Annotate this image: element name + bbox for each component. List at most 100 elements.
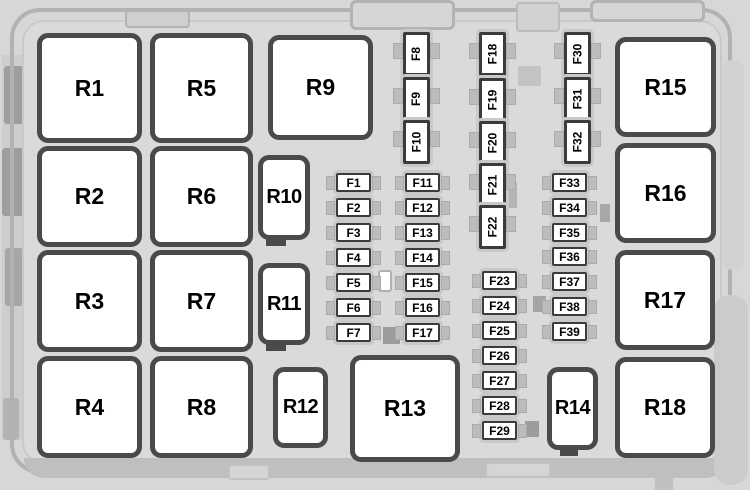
fuse-label: F4 <box>346 250 361 265</box>
fuse-label: F9 <box>409 91 424 107</box>
fuse-label: F18 <box>485 43 500 65</box>
fuse-f27: F27 <box>472 371 527 390</box>
relay-label: R13 <box>383 395 427 421</box>
fuse-f38: F38 <box>542 297 597 316</box>
fuse-label: F23 <box>489 273 510 288</box>
left-edge-clip <box>5 248 23 306</box>
fuse-label: F38 <box>559 299 580 314</box>
fuse-label: F29 <box>489 423 510 438</box>
relay-nub <box>266 343 286 351</box>
fuse-label: F17 <box>412 325 433 340</box>
relay-nub <box>266 238 286 246</box>
fuse-f20: F20 <box>469 121 516 165</box>
relay-label: R3 <box>74 287 105 314</box>
fuse-f1: F1 <box>326 173 381 192</box>
relay-r13: R13 <box>350 355 460 462</box>
fuse-f15: F15 <box>395 273 450 292</box>
fuse-f24: F24 <box>472 296 527 315</box>
fuse-f13: F13 <box>395 223 450 242</box>
fuse-label: F7 <box>346 325 361 340</box>
fuse-f9: F9 <box>393 77 440 121</box>
pcb-pad <box>525 421 539 437</box>
fuse-f4: F4 <box>326 248 381 267</box>
bottom-cutout <box>228 464 270 480</box>
fuse-f26: F26 <box>472 346 527 365</box>
fuse-label: F19 <box>485 89 500 111</box>
pcb-pad <box>518 66 541 86</box>
fuse-label: F14 <box>412 250 433 265</box>
fuse-f5: F5 <box>326 273 381 292</box>
fuse-label: F16 <box>412 300 433 315</box>
fuse-label: F25 <box>489 323 510 338</box>
relay-label: R15 <box>644 73 687 100</box>
relay-nub <box>560 448 578 456</box>
relay-r1: R1 <box>37 33 142 143</box>
fuse-f22: F22 <box>469 205 516 249</box>
top-tab <box>350 0 455 30</box>
fuse-label: F2 <box>346 200 361 215</box>
fuse-label: F27 <box>489 373 510 388</box>
fuse-f23: F23 <box>472 271 527 290</box>
relay-r2: R2 <box>37 146 142 247</box>
fuse-label: F30 <box>570 43 585 65</box>
fuse-label: F34 <box>559 200 580 215</box>
fuse-label: F20 <box>485 132 500 154</box>
relay-r15: R15 <box>615 37 716 137</box>
fuse-label: F5 <box>346 275 361 290</box>
fuse-label: F8 <box>409 46 424 62</box>
fuse-label: F28 <box>489 398 510 413</box>
fuse-f36: F36 <box>542 247 597 266</box>
relay-label: R4 <box>74 393 105 420</box>
fuse-label: F21 <box>485 174 500 196</box>
fuse-f11: F11 <box>395 173 450 192</box>
left-edge-clip <box>4 66 24 124</box>
fuse-f21: F21 <box>469 163 516 207</box>
relay-label: R2 <box>74 183 105 209</box>
relay-r8: R8 <box>150 356 253 458</box>
fuse-label: F22 <box>485 216 500 238</box>
top-clip <box>516 2 560 32</box>
fuse-f30: F30 <box>554 32 601 76</box>
fuse-f29: F29 <box>472 421 527 440</box>
relay-r4: R4 <box>37 356 142 458</box>
relay-r10: R10 <box>258 155 310 240</box>
fuse-label: F3 <box>346 225 361 240</box>
relay-label: R8 <box>186 393 217 420</box>
relay-label: R18 <box>643 394 687 420</box>
fuse-label: F33 <box>559 175 580 190</box>
fuse-label: F13 <box>412 225 433 240</box>
fuse-label: F26 <box>489 348 510 363</box>
fuse-label: F1 <box>346 175 361 190</box>
fuse-f31: F31 <box>554 77 601 121</box>
fuse-f39: F39 <box>542 322 597 341</box>
fuse-f10: F10 <box>393 120 440 164</box>
relay-label: R1 <box>74 74 105 101</box>
fuse-f34: F34 <box>542 198 597 217</box>
top-tab <box>590 0 705 22</box>
relay-r18: R18 <box>615 357 715 458</box>
fuse-label: F36 <box>559 249 580 264</box>
relay-r5: R5 <box>150 33 253 143</box>
fuse-f2: F2 <box>326 198 381 217</box>
relay-r11: R11 <box>258 263 310 345</box>
fuse-f16: F16 <box>395 298 450 317</box>
relay-label: R11 <box>266 292 302 315</box>
fuse-f32: F32 <box>554 120 601 164</box>
relay-label: R10 <box>266 186 302 208</box>
bottom-stub <box>655 476 673 490</box>
fuse-f6: F6 <box>326 298 381 317</box>
relay-label: R16 <box>644 179 687 206</box>
fuse-f14: F14 <box>395 248 450 267</box>
relay-label: R6 <box>186 183 217 209</box>
relay-label: R5 <box>186 74 217 101</box>
relay-label: R14 <box>554 397 591 419</box>
fuse-f12: F12 <box>395 198 450 217</box>
right-edge-molding <box>722 60 744 270</box>
fuse-f17: F17 <box>395 323 450 342</box>
fuse-label: F39 <box>559 324 580 339</box>
fuse-f7: F7 <box>326 323 381 342</box>
relay-r9: R9 <box>268 35 373 140</box>
fuse-f3: F3 <box>326 223 381 242</box>
top-clip <box>125 10 190 28</box>
